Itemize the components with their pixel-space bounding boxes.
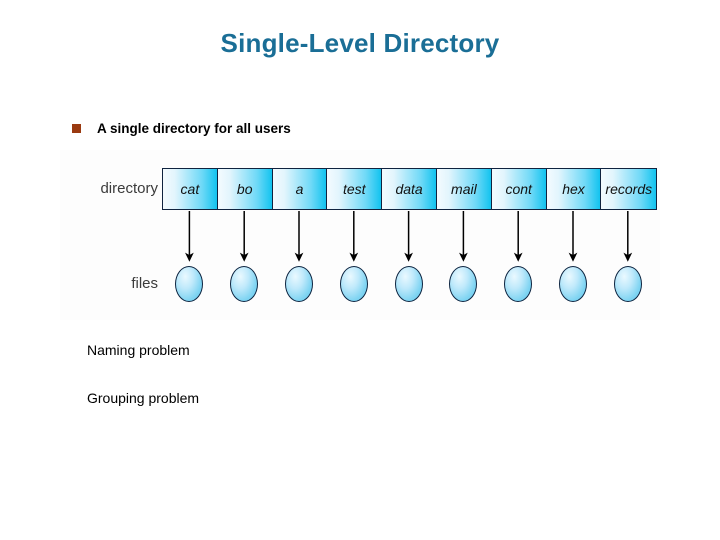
file-node-slot [217, 262, 272, 306]
file-node [175, 266, 204, 302]
file-node [339, 266, 368, 302]
directory-cell-label: mail [451, 181, 477, 197]
note-naming-problem: Naming problem [87, 342, 190, 358]
directory-cell-label: records [605, 181, 653, 197]
square-bullet-icon [72, 124, 81, 134]
directory-cell-label: bo [236, 181, 253, 197]
directory-cell: cont [491, 169, 547, 209]
directory-cell-label: cont [505, 181, 532, 197]
file-node [284, 266, 313, 302]
file-node-slot [272, 262, 327, 306]
directory-cell: data [382, 169, 437, 209]
bullet-item-0: A single directory for all users [72, 122, 291, 136]
directory-cell: bo [217, 169, 273, 209]
single-level-directory-diagram: directory files cat bo a test data mail … [60, 150, 660, 320]
file-node-slot [162, 262, 217, 306]
directory-table: cat bo a test data mail cont hex records [162, 168, 658, 210]
directory-cell: test [327, 169, 383, 209]
file-node-slot [491, 262, 546, 306]
file-node [449, 266, 478, 302]
bullet-item-label: A single directory for all users [97, 121, 291, 136]
file-node-slot [436, 262, 491, 306]
directory-cell: a [272, 169, 328, 209]
directory-cell: mail [436, 169, 492, 209]
diagram-row-label-directory: directory [100, 180, 158, 197]
file-node-slot [326, 262, 381, 306]
directory-cell: cat [163, 169, 218, 209]
file-node [504, 266, 533, 302]
directory-cell-label: cat [180, 181, 200, 197]
directory-cell-label: a [295, 181, 304, 197]
diagram-row-label-files: files [131, 275, 158, 292]
file-node-slot [600, 262, 655, 306]
directory-cell: records [601, 169, 657, 209]
file-node [558, 266, 587, 302]
directory-cell: hex [546, 169, 602, 209]
file-nodes-row [162, 262, 655, 306]
page-title: Single-Level Directory [220, 28, 500, 58]
file-node [613, 266, 642, 302]
directory-cell-label: hex [562, 181, 585, 197]
directory-cell-label: data [395, 181, 423, 197]
file-node [230, 266, 259, 302]
file-node-slot [381, 262, 436, 306]
note-grouping-problem: Grouping problem [87, 390, 200, 406]
file-node [394, 266, 423, 302]
file-node-slot [546, 262, 601, 306]
directory-cell-label: test [343, 181, 366, 197]
